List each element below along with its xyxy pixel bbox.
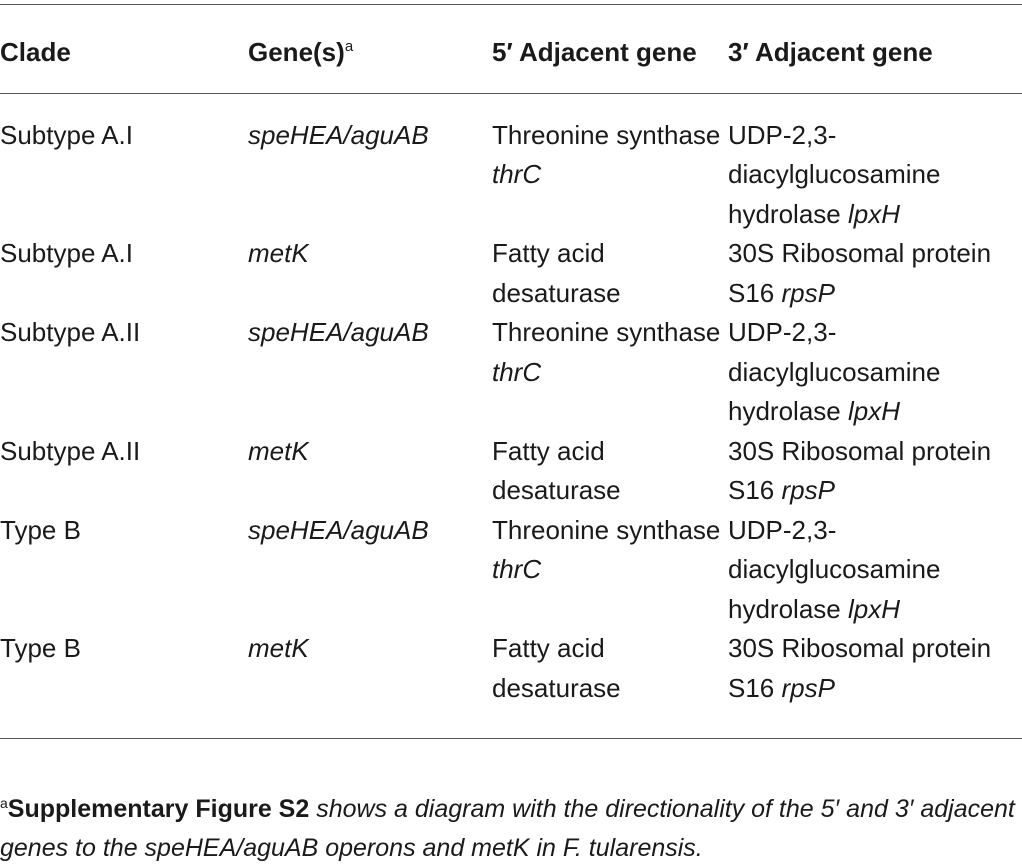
adj5-gene-symbol: thrC — [492, 356, 542, 387]
cell-clade: Type B — [0, 511, 248, 630]
header-5prime-adjacent: 5′ Adjacent gene — [492, 5, 728, 94]
genes-value: metK — [248, 435, 309, 466]
cell-genes: speHEA/aguAB — [248, 313, 492, 432]
adj3-description: 30S Ribosomal protein S16 — [728, 633, 992, 703]
table-header: Clade Gene(s)a 5′ Adjacent gene 3′ Adjac… — [0, 4, 1022, 94]
table-row: Subtype A.I metK Fatty acid desaturase 30S … — [0, 234, 1022, 313]
header-row: Clade Gene(s)a 5′ Adjacent gene 3′ Adjac… — [0, 4, 1022, 94]
cell-3prime-adjacent: UDP-2,3-diacylglucosamine hydrolase lpxH — [728, 313, 1022, 432]
genes-value: metK — [248, 238, 309, 268]
cell-genes: speHEA/aguAB — [248, 93, 492, 234]
clade-value: Type B — [0, 514, 81, 545]
cell-5prime-adjacent: Fatty acid desaturase — [492, 234, 728, 313]
adj5-description: Threonine synthase — [492, 119, 721, 150]
adj3-description: UDP-2,3-diacylglucosamine hydrolase — [728, 317, 941, 426]
header-5prime-label: 5′ Adjacent gene — [492, 37, 697, 67]
footnote-figure-reference: Supplementary Figure S2 — [7, 795, 310, 823]
adj5-description: Fatty acid desaturase — [492, 238, 621, 308]
clade-value: Subtype A.II — [0, 317, 141, 347]
cell-clade: Type B — [0, 629, 248, 739]
cell-genes: metK — [248, 234, 492, 313]
header-genes-label: Gene(s) — [248, 37, 345, 67]
table-body: Subtype A.I speHEA/aguAB Threonine synthas… — [0, 93, 1022, 739]
adj5-description: Fatty acid desaturase — [492, 633, 621, 703]
clade-value: Subtype A.II — [0, 435, 141, 466]
table-footnote: aSupplementary Figure S2 shows a diagram… — [0, 790, 1022, 868]
adj3-gene-symbol: lpxH — [847, 396, 900, 426]
cell-clade: Subtype A.I — [0, 234, 248, 313]
genes-value: speHEA/aguAB — [248, 119, 429, 150]
table-row: Type B metK Fatty acid desaturase 30S Ribos… — [0, 629, 1022, 739]
header-genes-footnote-mark: a — [344, 38, 354, 55]
adj3-description: 30S Ribosomal protein S16 — [728, 435, 992, 506]
header-3prime-adjacent: 3′ Adjacent gene — [728, 5, 1022, 94]
adj5-description: Threonine synthase — [492, 317, 721, 347]
genes-value: speHEA/aguAB — [248, 317, 429, 347]
header-clade: Clade — [0, 5, 248, 94]
clade-value: Subtype A.I — [0, 119, 133, 150]
adj3-gene-symbol: rpsP — [781, 672, 835, 703]
cell-3prime-adjacent: UDP-2,3-diacylglucosamine hydrolase lpxH — [728, 93, 1022, 234]
adj5-gene-symbol: thrC — [492, 159, 542, 189]
adj3-gene-symbol: rpsP — [781, 277, 835, 308]
cell-3prime-adjacent: 30S Ribosomal protein S16 rpsP — [728, 234, 1022, 313]
adj3-description: UDP-2,3-diacylglucosamine hydrolase — [728, 119, 941, 229]
cell-3prime-adjacent: 30S Ribosomal protein S16 rpsP — [728, 432, 1022, 511]
cell-3prime-adjacent: 30S Ribosomal protein S16 rpsP — [728, 629, 1022, 739]
header-clade-label: Clade — [0, 37, 71, 67]
gene-context-table: Clade Gene(s)a 5′ Adjacent gene 3′ Adjac… — [0, 4, 1022, 739]
adj5-gene-symbol: thrC — [492, 554, 542, 584]
adj3-gene-symbol: rpsP — [781, 475, 835, 505]
cell-5prime-adjacent: Fatty acid desaturase — [492, 432, 728, 511]
cell-clade: Subtype A.II — [0, 313, 248, 432]
adj3-description: UDP-2,3-diacylglucosamine hydrolase — [728, 514, 941, 624]
adj5-description: Threonine synthase — [492, 514, 721, 545]
cell-5prime-adjacent: Threonine synthase thrC — [492, 93, 728, 234]
clade-value: Subtype A.I — [0, 238, 133, 268]
genes-value: speHEA/aguAB — [248, 514, 429, 545]
table-row: Subtype A.II metK Fatty acid desaturase 30S… — [0, 432, 1022, 511]
adj3-gene-symbol: lpxH — [847, 198, 900, 229]
adj3-description: 30S Ribosomal protein S16 — [728, 238, 992, 308]
cell-5prime-adjacent: Fatty acid desaturase — [492, 629, 728, 739]
table-row: Subtype A.II speHEA/aguAB Threonine syntha… — [0, 313, 1022, 432]
adj3-gene-symbol: lpxH — [847, 593, 900, 624]
footnote-text: shows a diagram with the directionality … — [0, 795, 1015, 862]
cell-genes: metK — [248, 629, 492, 739]
clade-value: Type B — [0, 633, 81, 663]
cell-genes: metK — [248, 432, 492, 511]
cell-3prime-adjacent: UDP-2,3-diacylglucosamine hydrolase lpxH — [728, 511, 1022, 630]
cell-clade: Subtype A.II — [0, 432, 248, 511]
gene-context-table-wrapper: Clade Gene(s)a 5′ Adjacent gene 3′ Adjac… — [0, 4, 1022, 739]
cell-5prime-adjacent: Threonine synthase thrC — [492, 511, 728, 630]
footnote-mark: a — [0, 795, 8, 811]
genes-value: metK — [248, 633, 309, 663]
cell-genes: speHEA/aguAB — [248, 511, 492, 630]
table-row: Type B speHEA/aguAB Threonine synthase thr… — [0, 511, 1022, 630]
header-3prime-label: 3′ Adjacent gene — [728, 37, 933, 67]
adj5-description: Fatty acid desaturase — [492, 435, 621, 506]
cell-5prime-adjacent: Threonine synthase thrC — [492, 313, 728, 432]
table-row: Subtype A.I speHEA/aguAB Threonine synthas… — [0, 93, 1022, 234]
header-genes: Gene(s)a — [248, 5, 492, 94]
cell-clade: Subtype A.I — [0, 93, 248, 234]
